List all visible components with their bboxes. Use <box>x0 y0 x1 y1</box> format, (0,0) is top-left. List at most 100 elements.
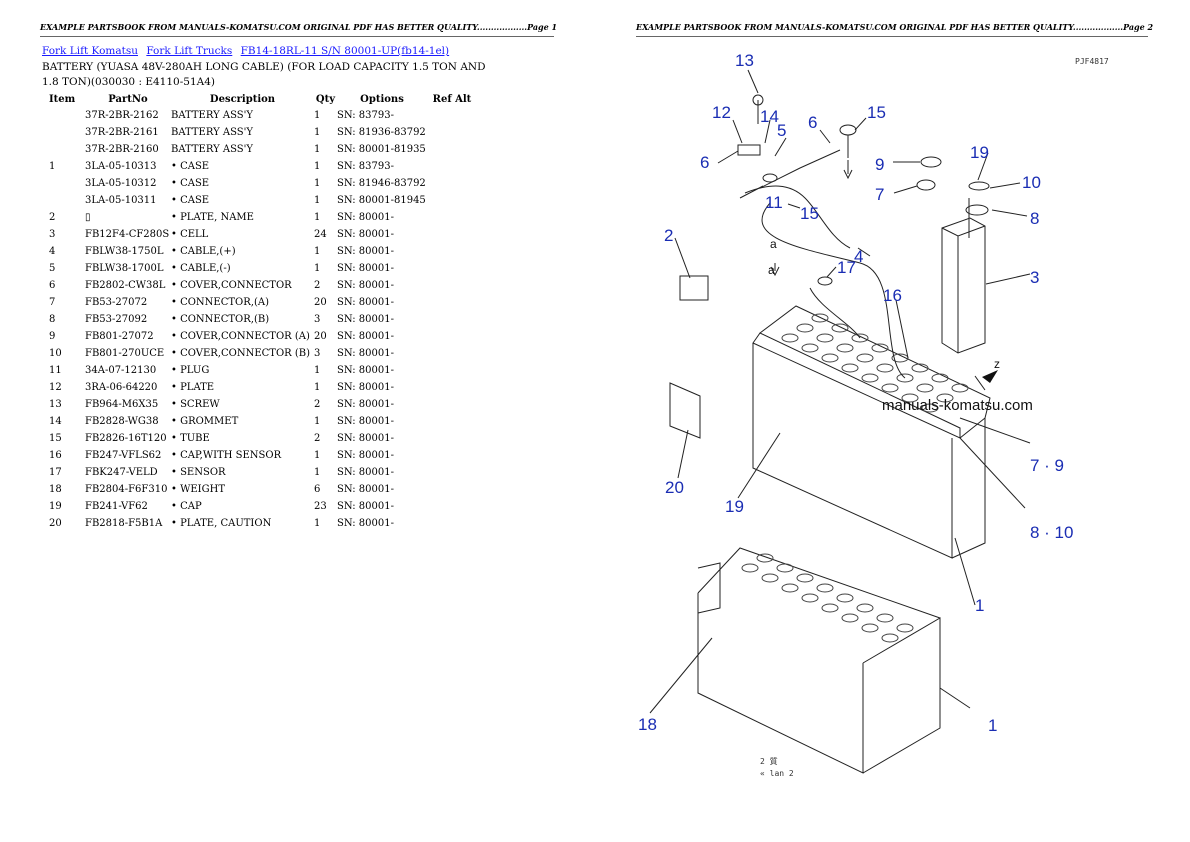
cell-description: • CONNECTOR,(A) <box>171 297 269 308</box>
callout-label: 12 <box>712 103 731 122</box>
callout-label: 8 <box>1030 209 1039 228</box>
callout-label: 20 <box>665 478 684 497</box>
cell-ref-alt <box>427 260 477 277</box>
cell-description: • SENSOR <box>171 467 226 478</box>
callout-label: z <box>994 357 1000 371</box>
cell-partno: FB2826-16T120 <box>85 433 167 444</box>
cell-partno: 37R-2BR-2161 <box>85 127 159 138</box>
cell-qty: 3 <box>314 314 321 325</box>
callout-label: 13 <box>735 51 754 70</box>
cell-options: SN: 80001- <box>337 467 394 478</box>
cell-qty: 6 <box>314 484 321 495</box>
callout-label: 11 <box>765 193 783 212</box>
cell-description: • WEIGHT <box>171 484 225 495</box>
callout-label: 18 <box>638 715 657 734</box>
cell-ref-alt <box>427 345 477 362</box>
cell-item <box>42 141 85 158</box>
column-header-ref-alt: Ref Alt <box>432 93 472 105</box>
cell-ref-alt <box>427 464 477 481</box>
callout-label: 16 <box>883 286 902 305</box>
cell-description: • PLUG <box>171 365 210 376</box>
cell-description: • COVER,CONNECTOR (A) <box>171 331 310 342</box>
callout-label: 6 <box>808 113 817 132</box>
breadcrumb: Fork Lift Komatsu Fork Lift Trucks FB14-… <box>42 45 454 57</box>
cell-options: SN: 80001-81935 <box>337 144 426 155</box>
cell-description: BATTERY ASS'Y <box>171 144 253 155</box>
breadcrumb-link-brand[interactable]: Fork Lift Komatsu <box>42 45 138 57</box>
cell-qty: 1 <box>314 416 321 427</box>
cell-partno: 34A-07-12130 <box>85 365 157 376</box>
diagram-footer-line-1: 2 質 <box>760 756 778 766</box>
cell-item: 16 <box>49 450 62 461</box>
cell-partno: FB801-27072 <box>85 331 154 342</box>
column-header-item: Item <box>49 93 76 105</box>
column-header-partno: PartNo <box>108 93 148 105</box>
cell-item: 14 <box>49 416 62 427</box>
callout-label: 9 <box>875 155 884 174</box>
cell-options: SN: 81936-83792 <box>337 127 426 138</box>
cell-item <box>42 175 85 192</box>
cell-partno: FB2818-F5B1A <box>85 518 163 529</box>
cell-partno: FB12F4-CF280S <box>85 229 170 240</box>
column-header-description: Description <box>209 93 276 105</box>
header-rule-left <box>40 36 554 37</box>
parts-table: Item PartNo Description Qty Options Ref … <box>42 91 477 532</box>
page-title: BATTERY (YUASA 48V-280AH LONG CABLE) (FO… <box>42 61 486 88</box>
cell-partno: 3LA-05-10313 <box>85 161 157 172</box>
callout-label: a <box>768 263 775 277</box>
callout-label: 7 <box>875 185 884 204</box>
cell-item: 17 <box>49 467 62 478</box>
cell-qty: 1 <box>314 263 321 274</box>
cell-ref-alt <box>427 158 477 175</box>
callout-label: 19 <box>970 143 989 162</box>
cell-ref-alt <box>427 243 477 260</box>
cell-options: SN: 80001- <box>337 416 394 427</box>
cell-item: 15 <box>49 433 62 444</box>
cell-description: • CAP,WITH SENSOR <box>171 450 282 461</box>
cell-options: SN: 81946-83792 <box>337 178 426 189</box>
cell-description: • PLATE, CAUTION <box>171 518 272 529</box>
cell-ref-alt <box>427 107 477 124</box>
cell-ref-alt <box>427 430 477 447</box>
cell-qty: 1 <box>314 246 321 257</box>
cell-qty: 1 <box>314 161 321 172</box>
cell-options: SN: 83793- <box>337 161 394 172</box>
cell-item: 6 <box>49 280 56 291</box>
cell-partno: 37R-2BR-2162 <box>85 110 159 121</box>
callout-label: 5 <box>777 121 786 140</box>
cell-partno: FB53-27072 <box>85 297 148 308</box>
cell-qty: 1 <box>314 110 321 121</box>
cell-options: SN: 80001- <box>337 518 394 529</box>
breadcrumb-link-model[interactable]: FB14-18RL-11 S/N 80001-UP(fb14-1el) <box>240 45 450 57</box>
breadcrumb-link-category[interactable]: Fork Lift Trucks <box>146 45 233 57</box>
cell-qty: 1 <box>314 450 321 461</box>
cell-ref-alt <box>427 141 477 158</box>
cell-item: 19 <box>49 501 62 512</box>
diagram-linework <box>649 69 1031 774</box>
cell-qty: 1 <box>314 127 321 138</box>
cell-item: 8 <box>49 314 56 325</box>
direction-arrow-z <box>982 370 998 383</box>
cell-item: 10 <box>49 348 62 359</box>
cell-item: 18 <box>49 484 62 495</box>
cell-item: 3 <box>49 229 56 240</box>
page-header-left: EXAMPLE PARTSBOOK FROM MANUALS-KOMATSU.C… <box>40 22 558 32</box>
callout-label: 1 <box>988 716 997 735</box>
column-header-qty: Qty <box>315 93 336 105</box>
cell-description: • PLATE, NAME <box>171 212 254 223</box>
cell-partno: FB53-27092 <box>85 314 148 325</box>
